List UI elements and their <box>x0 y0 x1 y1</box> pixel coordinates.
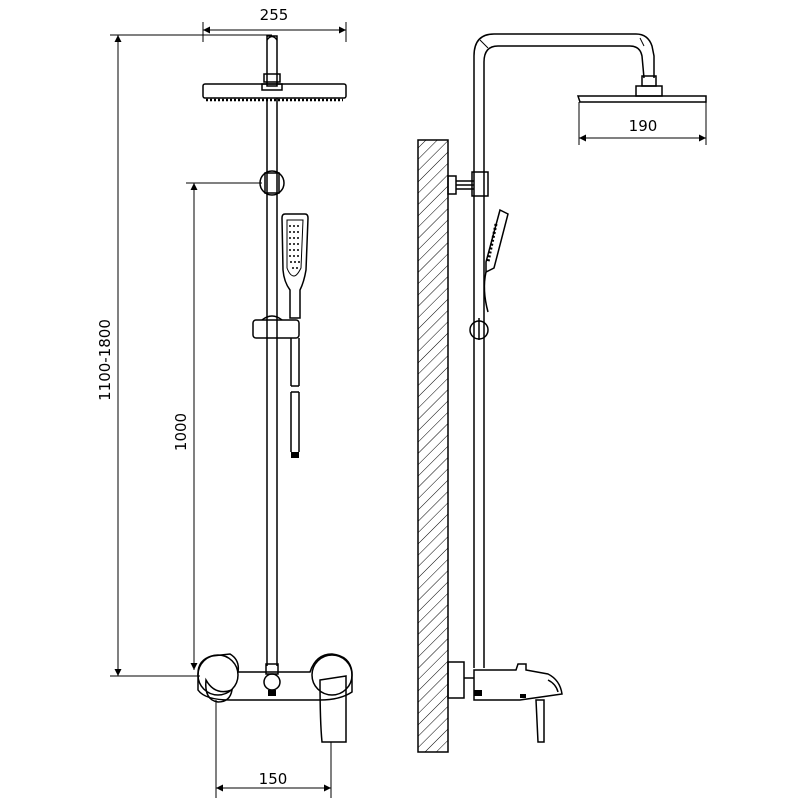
dimension-label-255: 255 <box>260 6 289 24</box>
dimension-label-1000: 1000 <box>172 413 190 451</box>
dimension-inlet-spacing: 150 <box>215 700 332 798</box>
front-view: 255 <box>96 6 353 798</box>
mixer-side <box>447 661 563 743</box>
dimension-label-150: 150 <box>259 770 288 788</box>
wall-bracket-front <box>259 170 285 196</box>
shower-rail-front <box>266 98 278 666</box>
shower-hose-front <box>290 338 300 458</box>
dimension-rail-height: 1000 <box>172 182 262 670</box>
shower-arm-side <box>473 33 663 668</box>
dimension-total-height: 1100-1800 <box>96 35 200 677</box>
thermostatic-mixer-front <box>197 653 353 743</box>
shower-arm-front <box>263 35 281 87</box>
rain-shower-head-side <box>576 95 707 103</box>
dimension-label-190: 190 <box>629 117 658 135</box>
wall-section <box>417 139 449 753</box>
dimension-label-1100-1800: 1100-1800 <box>96 319 114 401</box>
hand-shower-front <box>281 213 309 319</box>
side-view: 190 <box>417 33 707 753</box>
rain-shower-head-front <box>202 83 347 102</box>
dimension-head-width-side: 190 <box>578 102 707 145</box>
slide-holder-front <box>252 315 300 339</box>
hand-shower-side <box>483 208 509 313</box>
wall-bracket-side <box>447 171 489 197</box>
slide-holder-side <box>469 318 489 340</box>
dimension-head-width-front: 255 <box>202 6 347 42</box>
